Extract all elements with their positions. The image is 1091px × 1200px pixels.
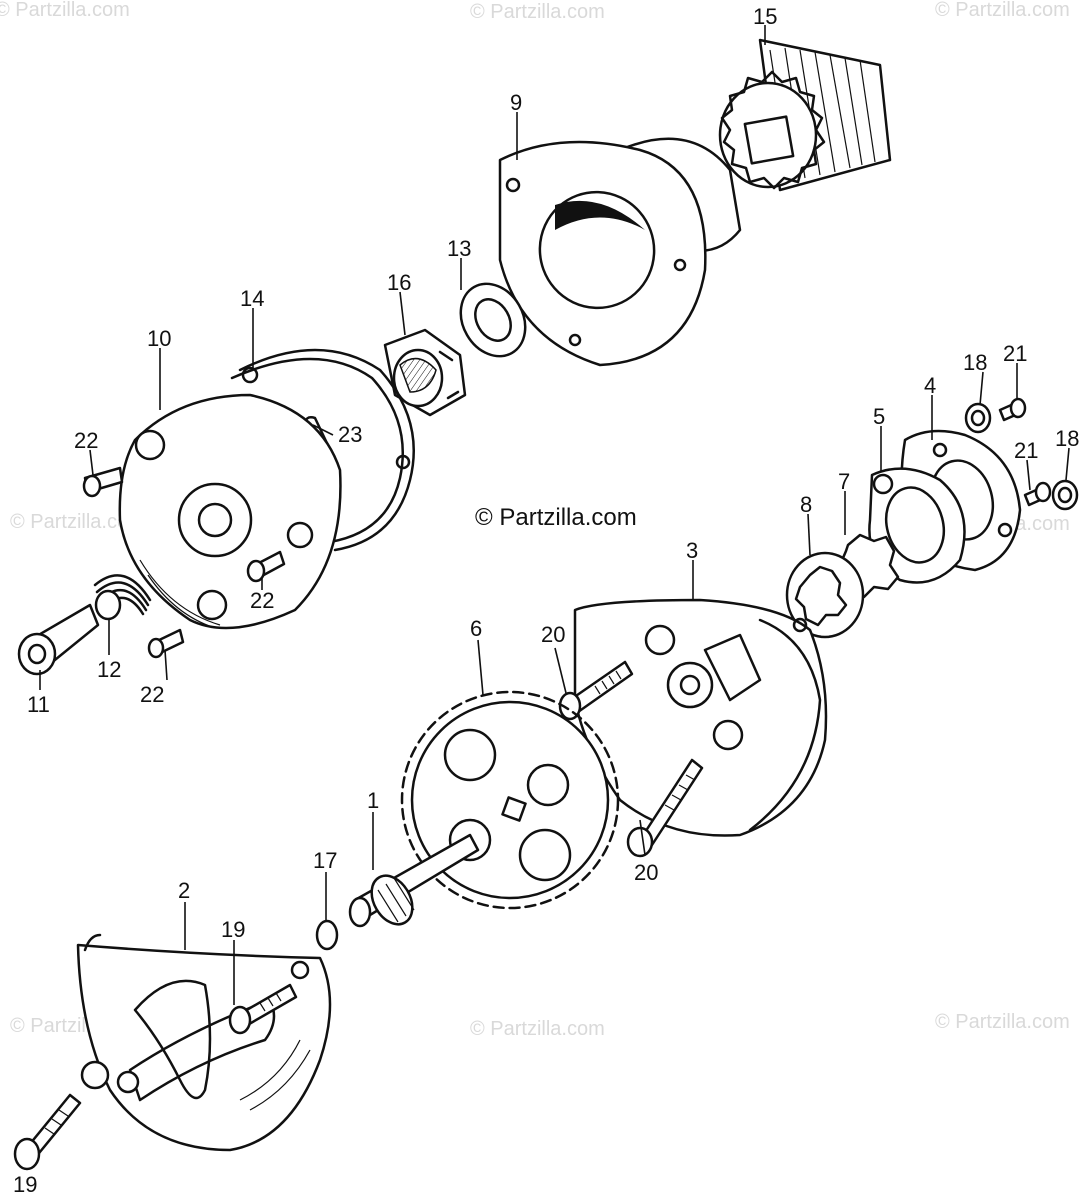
part-18-washer-upper: [964, 402, 992, 434]
watermark-top-center: © Partzilla.com: [470, 1, 605, 23]
part-12-spring: [93, 574, 152, 621]
callout-6: 6: [470, 616, 482, 641]
callout-11: 11: [27, 692, 50, 717]
callout-18-lower: 18: [1055, 426, 1079, 451]
part-14-gasket: [230, 348, 415, 552]
part-1-shaft: [348, 833, 480, 928]
callout-22-middle: 22: [250, 588, 274, 613]
part-8-outer-rotor: [785, 551, 865, 639]
callout-8: 8: [800, 492, 812, 517]
part-22-screw-middle: [246, 550, 286, 583]
callout-7: 7: [838, 469, 850, 494]
callout-22-upper: 22: [74, 428, 98, 453]
callout-12: 12: [97, 657, 121, 682]
part-16-castle-nut: [383, 328, 467, 417]
part-3-pump-body: [573, 598, 828, 837]
part-21-bolt-upper: [998, 397, 1027, 422]
callout-9: 9: [510, 90, 522, 115]
watermark-bottom-center: © Partzilla.com: [470, 1018, 605, 1040]
callout-23: 23: [338, 422, 362, 447]
callout-21-upper: 21: [1003, 341, 1027, 366]
callout-4: 4: [924, 373, 936, 398]
callout-22-lower: 22: [140, 682, 164, 707]
callout-14: 14: [240, 286, 264, 311]
center-watermark: © Partzilla.com: [475, 504, 637, 531]
callout-2: 2: [178, 878, 190, 903]
callout-21-lower: 21: [1014, 438, 1038, 463]
watermark-mid-left: © Partzilla.com: [10, 511, 145, 533]
leader-lines: [39, 25, 1070, 1005]
part-10-pump-cover: [118, 393, 342, 630]
callout-18-upper: 18: [963, 350, 987, 375]
part-22-screw-lower: [147, 628, 185, 659]
part-18-washer-lower: [1051, 479, 1079, 511]
callout-5: 5: [873, 404, 885, 429]
callout-10: 10: [147, 326, 171, 351]
part-20-bolt-lower: [626, 758, 704, 858]
part-22-screw-upper: [82, 466, 124, 498]
part-11-plunger: [17, 603, 100, 676]
callout-3: 3: [686, 538, 698, 563]
callout-17: 17: [313, 848, 337, 873]
callout-19-lower: 19: [13, 1172, 37, 1197]
watermark-top-right: © Partzilla.com: [935, 0, 1070, 21]
callout-15: 15: [753, 4, 777, 29]
part-5-gasket: [868, 467, 966, 584]
callout-19-upper: 19: [221, 917, 245, 942]
callout-20-upper: 20: [541, 622, 565, 647]
callout-13: 13: [447, 236, 471, 261]
callout-16: 16: [387, 270, 411, 295]
part-13-washer: [459, 282, 527, 358]
watermark-top-left: © Partzilla.com: [0, 0, 130, 21]
callout-1: 1: [367, 788, 379, 813]
callout-labels: 15 9 13 16 14 10 23 22 22 22 12 11 18 21…: [13, 4, 1079, 1197]
callout-20-lower: 20: [634, 860, 658, 885]
part-17-o-ring: [315, 919, 339, 951]
part-2-lower-cover: [76, 933, 332, 1152]
part-15-spline-gear: [718, 38, 892, 192]
part-9-housing-cover: [498, 137, 742, 367]
watermark-bottom-right: © Partzilla.com: [935, 1011, 1070, 1033]
part-19-bolt-upper: [228, 983, 298, 1035]
part-19-bolt-lower: [13, 1093, 82, 1171]
part-21-bolt-lower: [1023, 481, 1052, 507]
